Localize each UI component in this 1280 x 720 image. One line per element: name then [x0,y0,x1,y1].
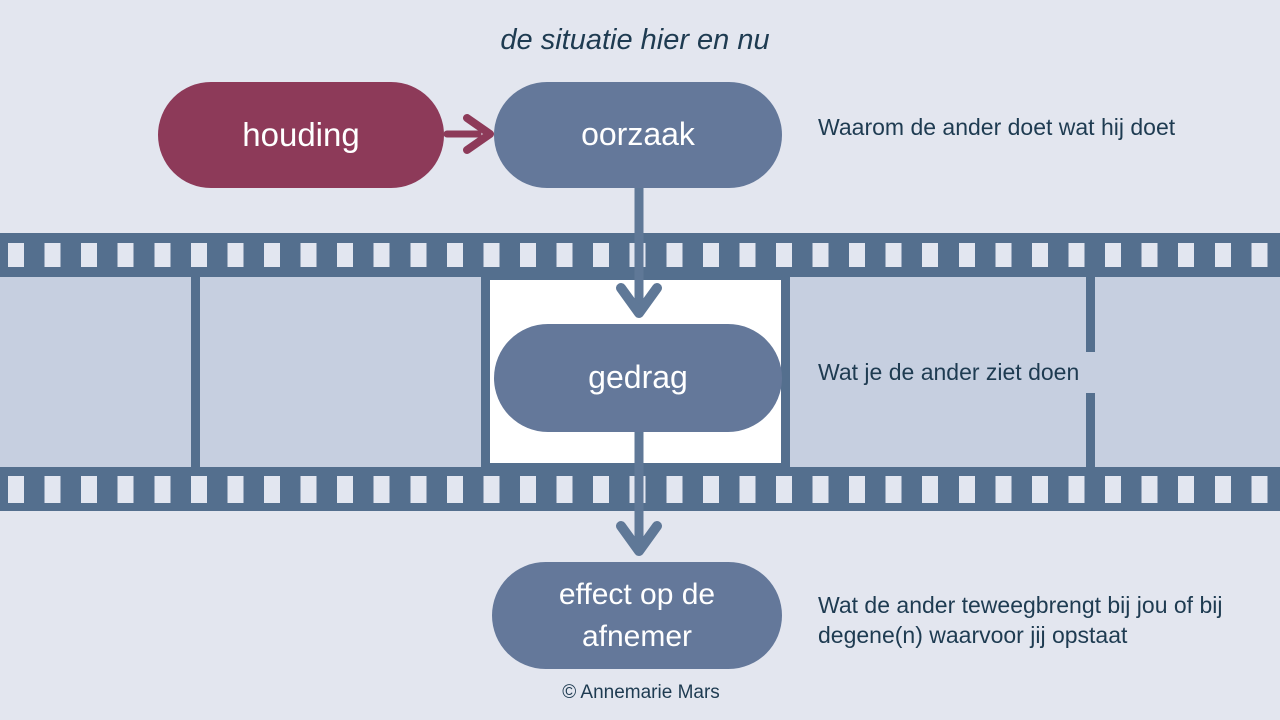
copyright-notice: © Annemarie Mars [562,682,720,703]
node-effect: effect op de afnemer [492,562,782,669]
filmstrip-frame-divider [191,277,200,467]
down-arrow-icon [616,182,662,318]
node-oorzaak: oorzaak [494,82,782,188]
annotation-gedrag: Wat je de ander ziet doen [818,352,1110,393]
node-houding-label: houding [242,115,360,153]
node-oorzaak-label: oorzaak [581,116,695,153]
page-title: de situatie hier en nu [500,24,770,56]
node-gedrag-label: gedrag [588,359,688,396]
annotation-oorzaak: Waarom de ander doet wat hij doet [818,114,1176,140]
down-arrow-icon [616,425,662,556]
right-arrow-icon [443,114,494,154]
node-houding: houding [158,82,444,188]
annotation-effect: Wat de ander teweegbrengt bij jou of bij… [818,592,1223,648]
node-effect-label-line2: afnemer [581,619,693,653]
node-effect-label-line1: effect op de [558,577,716,611]
node-gedrag: gedrag [494,324,782,432]
annotation-gedrag-text: Wat je de ander ziet doen [818,359,1080,385]
